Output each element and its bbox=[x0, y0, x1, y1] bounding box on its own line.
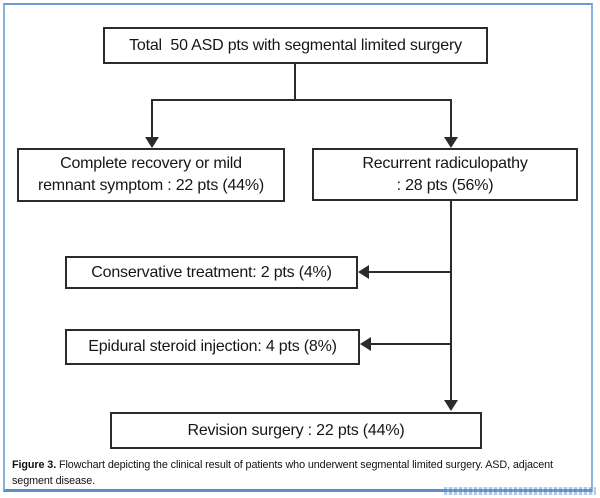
node-conservative-label: Conservative treatment: 2 pts (4%) bbox=[91, 263, 332, 281]
arrowhead-down-icon bbox=[145, 137, 159, 148]
connector-conservative-horizontal bbox=[369, 271, 452, 273]
connector-branch-horizontal bbox=[151, 99, 452, 101]
node-total-label: Total 50 ASD pts with segmental limited … bbox=[129, 36, 462, 54]
node-recurrent-line1: Recurrent radiculopathy bbox=[362, 154, 528, 172]
node-revision-surgery: Revision surgery : 22 pts (44%) bbox=[110, 412, 482, 449]
connector-total-down bbox=[294, 64, 296, 100]
connector-epidural-horizontal bbox=[371, 343, 452, 345]
node-recovery-line2: remnant symptom : 22 pts (44%) bbox=[37, 177, 265, 194]
node-recurrent-radiculopathy: Recurrent radiculopathy : 28 pts (56%) bbox=[312, 148, 578, 201]
node-total-patients: Total 50 ASD pts with segmental limited … bbox=[103, 27, 488, 64]
node-recurrent-line2: : 28 pts (56%) bbox=[396, 176, 494, 194]
figure-caption-text: Flowchart depicting the clinical result … bbox=[12, 459, 553, 487]
arrowhead-left-icon bbox=[358, 265, 369, 279]
arrowhead-down-icon bbox=[444, 400, 458, 411]
node-epidural-label: Epidural steroid injection: 4 pts (8%) bbox=[88, 338, 337, 355]
node-conservative-treatment: Conservative treatment: 2 pts (4%) bbox=[65, 256, 358, 289]
connector-recurrent-down bbox=[450, 201, 452, 401]
arrowhead-left-icon bbox=[360, 337, 371, 351]
arrowhead-down-icon bbox=[444, 137, 458, 148]
figure-border bbox=[3, 3, 593, 492]
connector-right-branch-down bbox=[450, 99, 452, 138]
node-recovery-line1: Complete recovery or mild bbox=[60, 155, 242, 172]
node-revision-label: Revision surgery : 22 pts (44%) bbox=[187, 421, 405, 439]
node-epidural-steroid-injection: Epidural steroid injection: 4 pts (8%) bbox=[65, 329, 360, 365]
watermark bbox=[444, 487, 596, 495]
figure-caption-label: Figure 3. bbox=[12, 459, 57, 471]
node-complete-recovery: Complete recovery or mild remnant sympto… bbox=[17, 148, 285, 202]
figure-caption: Figure 3. Flowchart depicting the clinic… bbox=[12, 458, 594, 489]
connector-left-branch-down bbox=[151, 99, 153, 138]
